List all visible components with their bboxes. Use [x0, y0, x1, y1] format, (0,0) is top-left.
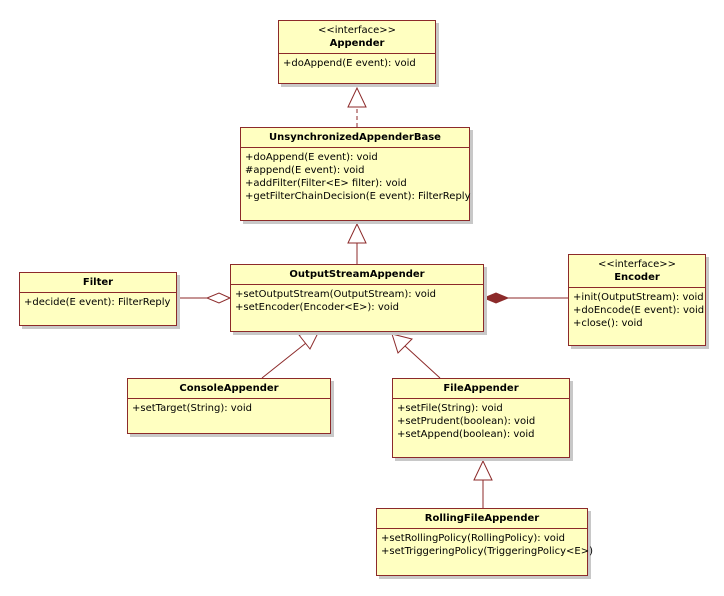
class-encoder-header: <<interface>> Encoder: [569, 255, 705, 288]
generalization-console-to-osa: [261, 330, 320, 379]
aggregation-osa-filter: [177, 292, 232, 304]
class-file-operations: +setFile(String): void +setPrudent(boole…: [393, 399, 569, 444]
operation: +addFilter(Filter<E> filter): void: [245, 178, 407, 189]
operation: +setPrudent(boolean): void: [397, 416, 536, 427]
operation: +init(OutputStream): void: [573, 292, 704, 303]
class-encoder[interactable]: <<interface>> Encoder +init(OutputStream…: [568, 254, 706, 346]
class-console-header: ConsoleAppender: [128, 379, 330, 399]
operation: +decide(E event): FilterReply: [24, 297, 171, 308]
class-console-operations: +setTarget(String): void: [128, 399, 330, 418]
operation: +setOutputStream(OutputStream): void: [235, 289, 437, 300]
class-filter-header: Filter: [20, 273, 176, 293]
operation: +doEncode(E event): void: [573, 305, 705, 316]
class-name: FileAppender: [443, 383, 519, 394]
class-name: Filter: [82, 277, 114, 288]
class-name: ConsoleAppender: [179, 383, 279, 394]
generalization-file-to-osa: [391, 333, 441, 379]
class-name: OutputStreamAppender: [289, 269, 425, 280]
class-osa-operations: +setOutputStream(OutputStream): void +se…: [231, 285, 483, 317]
class-rolling-file-appender[interactable]: RollingFileAppender +setRollingPolicy(Ro…: [376, 508, 593, 576]
class-filter-operations: +decide(E event): FilterReply: [20, 293, 176, 312]
class-rolling-header: RollingFileAppender: [377, 509, 587, 529]
class-encoder-operations: +init(OutputStream): void +doEncode(E ev…: [569, 288, 705, 333]
class-filter[interactable]: Filter +decide(E event): FilterReply: [19, 272, 177, 326]
stereotype-label: <<interface>>: [317, 25, 397, 36]
operation: +getFilterChainDecision(E event): Filter…: [245, 191, 471, 202]
operation: +setTarget(String): void: [132, 403, 252, 414]
composition-osa-encoder: [482, 292, 568, 304]
operation: +setAppend(boolean): void: [397, 429, 535, 440]
class-rolling-operations: +setRollingPolicy(RollingPolicy): void +…: [377, 529, 593, 561]
class-appender-header: <<interface>> Appender: [279, 21, 435, 54]
class-osa-header: OutputStreamAppender: [231, 265, 483, 285]
generalization-rolling-to-file: [473, 459, 493, 508]
operation: +setEncoder(Encoder<E>): void: [235, 302, 400, 313]
class-name: UnsynchronizedAppenderBase: [269, 132, 441, 143]
operation: +doAppend(E event): void: [283, 58, 416, 69]
operation: +setRollingPolicy(RollingPolicy): void: [381, 533, 565, 544]
stereotype-label: <<interface>>: [597, 259, 677, 270]
class-file-header: FileAppender: [393, 379, 569, 399]
operation: +setTriggeringPolicy(TriggeringPolicy<E>…: [381, 546, 593, 557]
class-appender-operations: +doAppend(E event): void: [279, 54, 435, 73]
operation: +setFile(String): void: [397, 403, 503, 414]
operation: #append(E event): void: [245, 165, 365, 176]
class-base-header: UnsynchronizedAppenderBase: [241, 128, 469, 148]
class-console-appender[interactable]: ConsoleAppender +setTarget(String): void: [127, 378, 331, 434]
realization-base-to-appender: [347, 86, 367, 127]
operation: +close(): void: [573, 318, 643, 329]
class-file-appender[interactable]: FileAppender +setFile(String): void +set…: [392, 378, 570, 458]
class-appender[interactable]: <<interface>> Appender +doAppend(E event…: [278, 20, 436, 84]
class-unsynchronized-appender-base[interactable]: UnsynchronizedAppenderBase +doAppend(E e…: [240, 127, 471, 221]
generalization-osa-to-base: [347, 222, 367, 264]
operation: +doAppend(E event): void: [245, 152, 378, 163]
class-output-stream-appender[interactable]: OutputStreamAppender +setOutputStream(Ou…: [230, 264, 484, 332]
class-name: Encoder: [614, 272, 660, 283]
class-base-operations: +doAppend(E event): void #append(E event…: [241, 148, 471, 206]
class-name: RollingFileAppender: [424, 513, 540, 524]
class-name: Appender: [329, 38, 385, 49]
